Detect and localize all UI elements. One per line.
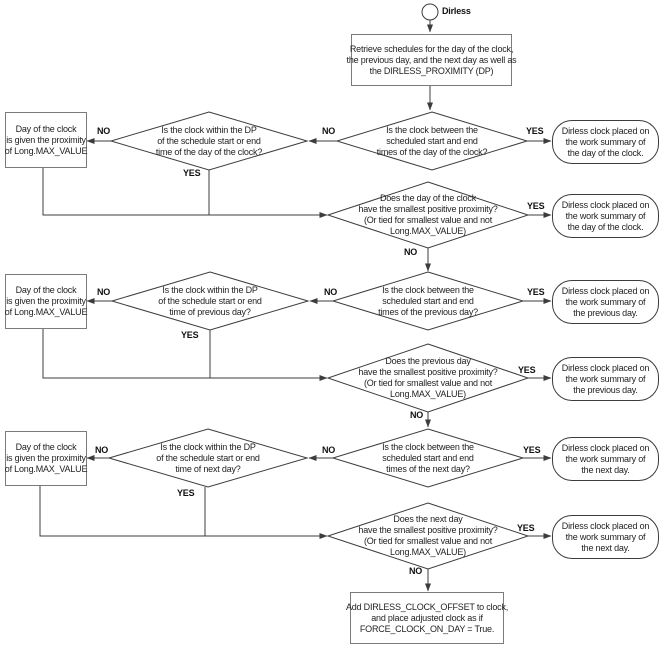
result-next-between: Dirless clock placed on the work summary… [552, 437, 659, 481]
decision-diamond-prev-smallest [326, 343, 530, 413]
decision-day-between-text: Is the clock between the scheduled start… [376, 124, 488, 157]
label-no-day-between: NO [322, 126, 336, 136]
decision-diamond-day-between [335, 111, 529, 171]
day-maxvalue-box: Day of the clock is given the proximity … [5, 112, 87, 168]
label-yes-day-within: YES [183, 168, 201, 178]
start-terminator-circle [421, 3, 439, 21]
label-yes-day-between: YES [526, 126, 544, 136]
next-maxvalue-box: Day of the clock is given the proximity … [5, 431, 87, 486]
decision-diamond-prev-between [331, 271, 525, 331]
label-yes-prev-smallest: YES [518, 365, 536, 375]
decision-next-between-text: Is the clock between the scheduled start… [382, 441, 474, 474]
result-day-between: Dirless clock placed on the work summary… [552, 120, 659, 164]
result-next-smallest: Dirless clock placed on the work summary… [552, 515, 659, 559]
label-no-prev-within: NO [97, 287, 111, 297]
label-yes-next-between: YES [523, 445, 541, 455]
label-yes-next-smallest: YES [517, 523, 535, 533]
decision-next-smallest-text: Does the next day have the smallest posi… [358, 514, 498, 557]
decision-diamond-next-within-dp [107, 428, 309, 488]
start-label: Dirless [442, 6, 471, 16]
label-no-day-within: NO [97, 126, 111, 136]
label-no-prev-smallest: NO [410, 410, 424, 420]
decision-prev-smallest-text: Does the previous day have the smallest … [358, 356, 498, 399]
result-day-smallest: Dirless clock placed on the work summary… [552, 194, 659, 238]
label-yes-prev-between: YES [527, 287, 545, 297]
decision-diamond-day-smallest [326, 181, 530, 249]
label-yes-prev-within: YES [181, 330, 199, 340]
decision-day-smallest-text: Does the day of the clock have the small… [358, 193, 498, 236]
label-yes-next-within: YES [177, 488, 195, 498]
decision-prev-within-dp-text: Is the clock within the DP of the schedu… [158, 284, 262, 317]
label-no-next-smallest: NO [409, 566, 423, 576]
label-yes-day-smallest: YES [527, 201, 545, 211]
decision-prev-between-text: Is the clock between the scheduled start… [378, 284, 478, 317]
decision-diamond-prev-within-dp [110, 271, 310, 331]
decision-next-within-dp-text: Is the clock within the DP of the schedu… [156, 441, 260, 474]
label-no-day-smallest: NO [404, 247, 418, 257]
decision-diamond-next-smallest [326, 502, 530, 570]
label-no-next-within: NO [95, 445, 109, 455]
prev-maxvalue-box: Day of the clock is given the proximity … [5, 274, 87, 329]
label-no-prev-between: NO [324, 287, 338, 297]
label-no-next-between: NO [322, 445, 336, 455]
result-prev-smallest: Dirless clock placed on the work summary… [552, 357, 659, 401]
decision-day-within-dp-text: Is the clock within the DP of the schedu… [155, 124, 263, 157]
result-prev-between: Dirless clock placed on the work summary… [552, 280, 659, 324]
final-offset-box: Add DIRLESS_CLOCK_OFFSET to clock, and p… [346, 592, 508, 644]
decision-diamond-day-within-dp [109, 111, 309, 171]
decision-diamond-next-between [331, 428, 525, 488]
retrieve-schedules-box: Retrieve schedules for the day of the cl… [347, 34, 517, 86]
